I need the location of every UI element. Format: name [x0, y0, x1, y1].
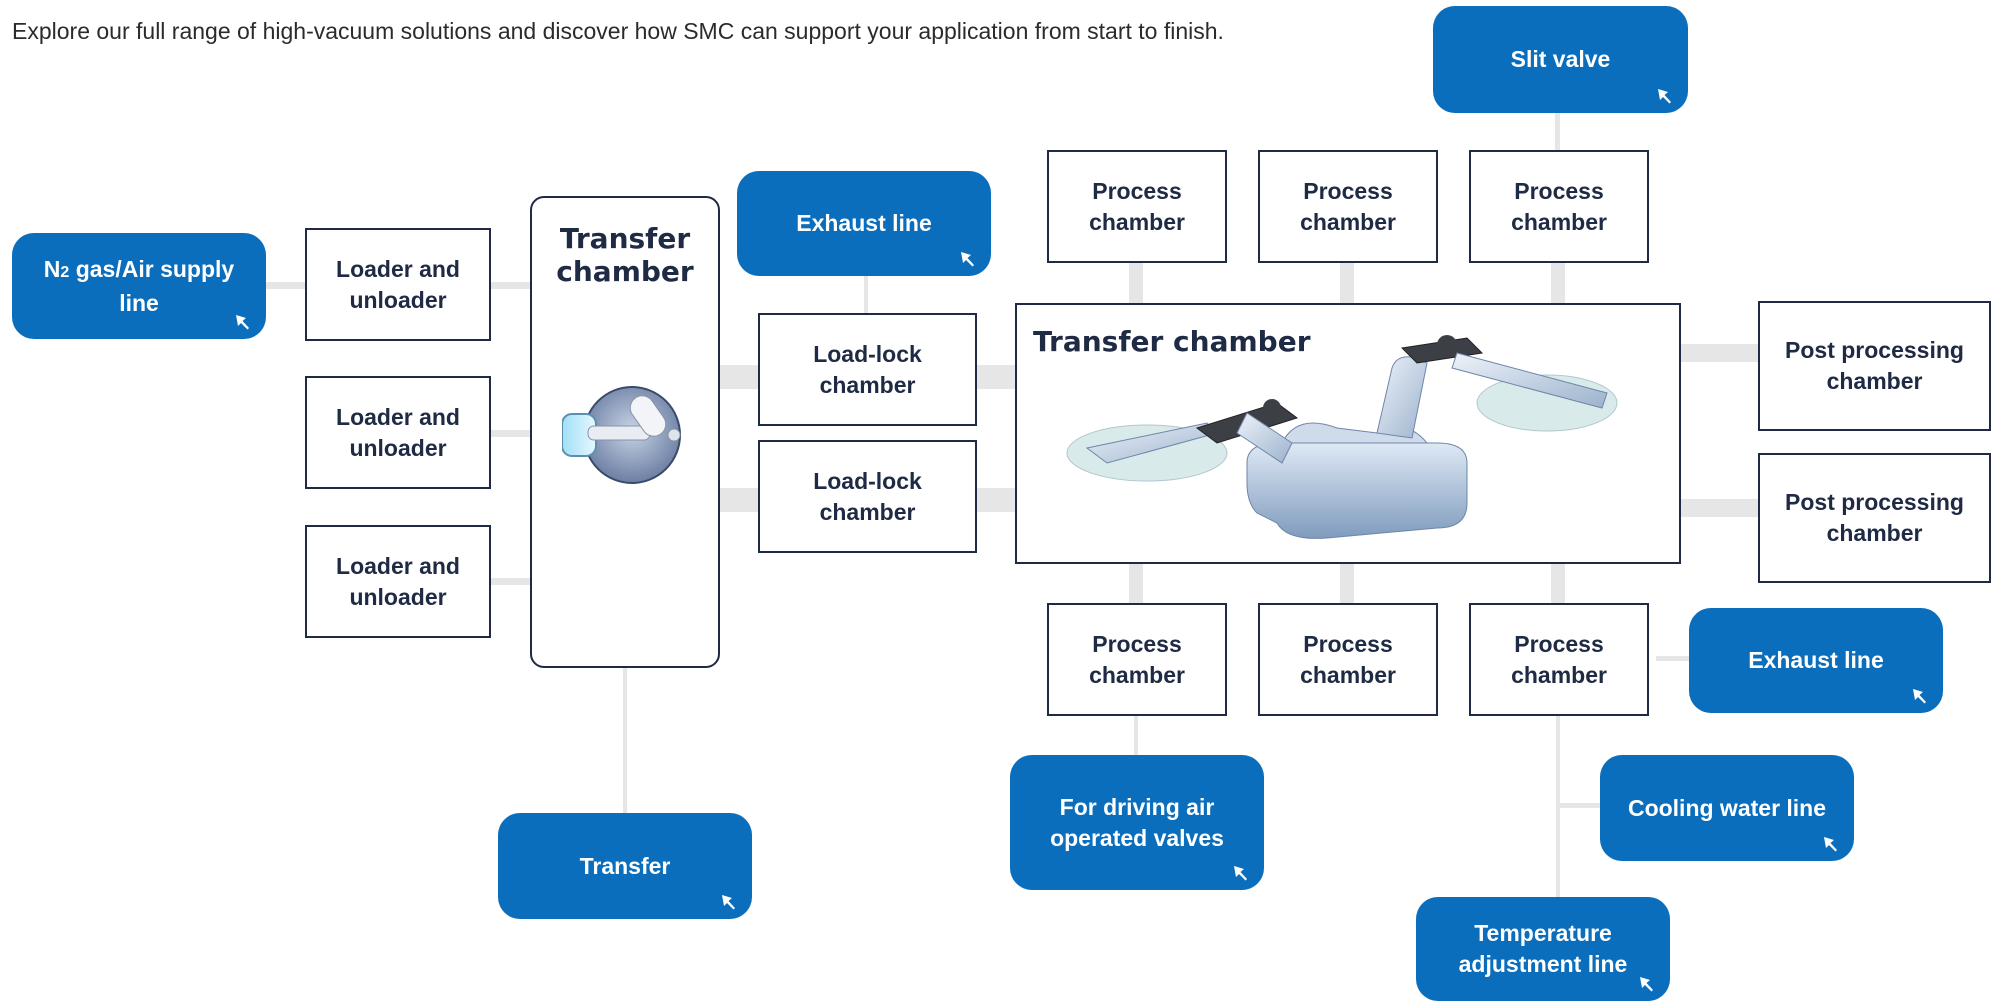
- driving-air-valves-label: For driving air operated valves: [1050, 793, 1224, 851]
- cursor-arrow-icon: [1640, 977, 1653, 992]
- loader-unloader-box[interactable]: Loader and unloader: [305, 376, 491, 489]
- cursor-arrow-icon: [1913, 689, 1926, 704]
- connector: [720, 365, 758, 389]
- cursor-arrow-icon: [1824, 837, 1837, 852]
- n2-gas-air-supply-line-button[interactable]: N2 gas/Air supply line: [12, 233, 266, 339]
- connector: [1555, 112, 1560, 152]
- post-processing-chamber-box[interactable]: Post processing chamber: [1758, 453, 1991, 583]
- process-chamber-box[interactable]: Process chamber: [1258, 150, 1438, 263]
- slit-valve-button[interactable]: Slit valve: [1433, 6, 1688, 113]
- loader-unloader-box[interactable]: Loader and unloader: [305, 228, 491, 341]
- intro-text: Explore our full range of high-vacuum so…: [12, 18, 1224, 44]
- transfer-chamber-main[interactable]: Transfer chamber: [1015, 303, 1681, 564]
- exhaust-line-label: Exhaust line: [1748, 647, 1884, 673]
- load-lock-chamber-box[interactable]: Load-lock chamber: [758, 313, 977, 426]
- cursor-arrow-icon: [961, 252, 974, 267]
- connector: [1681, 344, 1758, 362]
- connector: [1340, 564, 1354, 604]
- process-chamber-box[interactable]: Process chamber: [1469, 603, 1649, 716]
- connector: [623, 668, 627, 813]
- connector: [1340, 262, 1354, 303]
- loader-unloader-box[interactable]: Loader and unloader: [305, 525, 491, 638]
- connector: [1656, 656, 1690, 661]
- slit-valve-label: Slit valve: [1510, 46, 1611, 72]
- cursor-arrow-icon: [236, 315, 249, 330]
- temperature-adjustment-line-label: Temperature adjustment line: [1458, 920, 1628, 977]
- transfer-button[interactable]: Transfer: [498, 813, 752, 919]
- connector: [1129, 564, 1143, 604]
- post-processing-chamber-box[interactable]: Post processing chamber: [1758, 301, 1991, 431]
- connector: [1681, 499, 1758, 517]
- wafer-robot-illustration: [1066, 335, 1618, 539]
- connector: [1134, 712, 1138, 756]
- process-chamber-box[interactable]: Process chamber: [1047, 603, 1227, 716]
- connector: [977, 365, 1015, 389]
- temperature-adjustment-line-button[interactable]: Temperature adjustment line: [1416, 897, 1670, 1001]
- connector: [490, 578, 530, 585]
- transfer-chamber-left[interactable]: Transfer chamber: [530, 196, 720, 668]
- connector: [265, 282, 305, 289]
- cursor-arrow-icon: [1658, 89, 1671, 104]
- connector: [1551, 262, 1565, 303]
- connector: [490, 282, 530, 289]
- exhaust-line-button[interactable]: Exhaust line: [737, 171, 991, 276]
- n2-gas-air-supply-line-label: N2 gas/Air supply line: [43, 255, 235, 316]
- transfer-robot-illustration: [562, 386, 681, 484]
- cursor-arrow-icon: [1234, 866, 1247, 881]
- connector: [1129, 262, 1143, 303]
- driving-air-valves-button[interactable]: For driving air operated valves: [1010, 755, 1264, 890]
- connector: [1558, 803, 1600, 808]
- cursor-arrow-icon: [722, 895, 735, 910]
- connector: [977, 488, 1015, 512]
- connector: [864, 275, 868, 313]
- connector: [720, 488, 758, 512]
- load-lock-chamber-box[interactable]: Load-lock chamber: [758, 440, 977, 553]
- exhaust-line-label: Exhaust line: [796, 210, 932, 236]
- process-chamber-box[interactable]: Process chamber: [1258, 603, 1438, 716]
- exhaust-line-button[interactable]: Exhaust line: [1689, 608, 1943, 713]
- connector: [490, 430, 530, 437]
- transfer-label: Transfer: [579, 852, 671, 879]
- transfer-chamber-main-title: Transfer chamber: [1033, 325, 1311, 358]
- process-chamber-box[interactable]: Process chamber: [1047, 150, 1227, 263]
- connector: [1551, 564, 1565, 604]
- transfer-chamber-left-title: Transfer chamber: [556, 222, 694, 288]
- cooling-water-line-label: Cooling water line: [1627, 794, 1827, 821]
- process-chamber-box[interactable]: Process chamber: [1469, 150, 1649, 263]
- cooling-water-line-button[interactable]: Cooling water line: [1600, 755, 1854, 861]
